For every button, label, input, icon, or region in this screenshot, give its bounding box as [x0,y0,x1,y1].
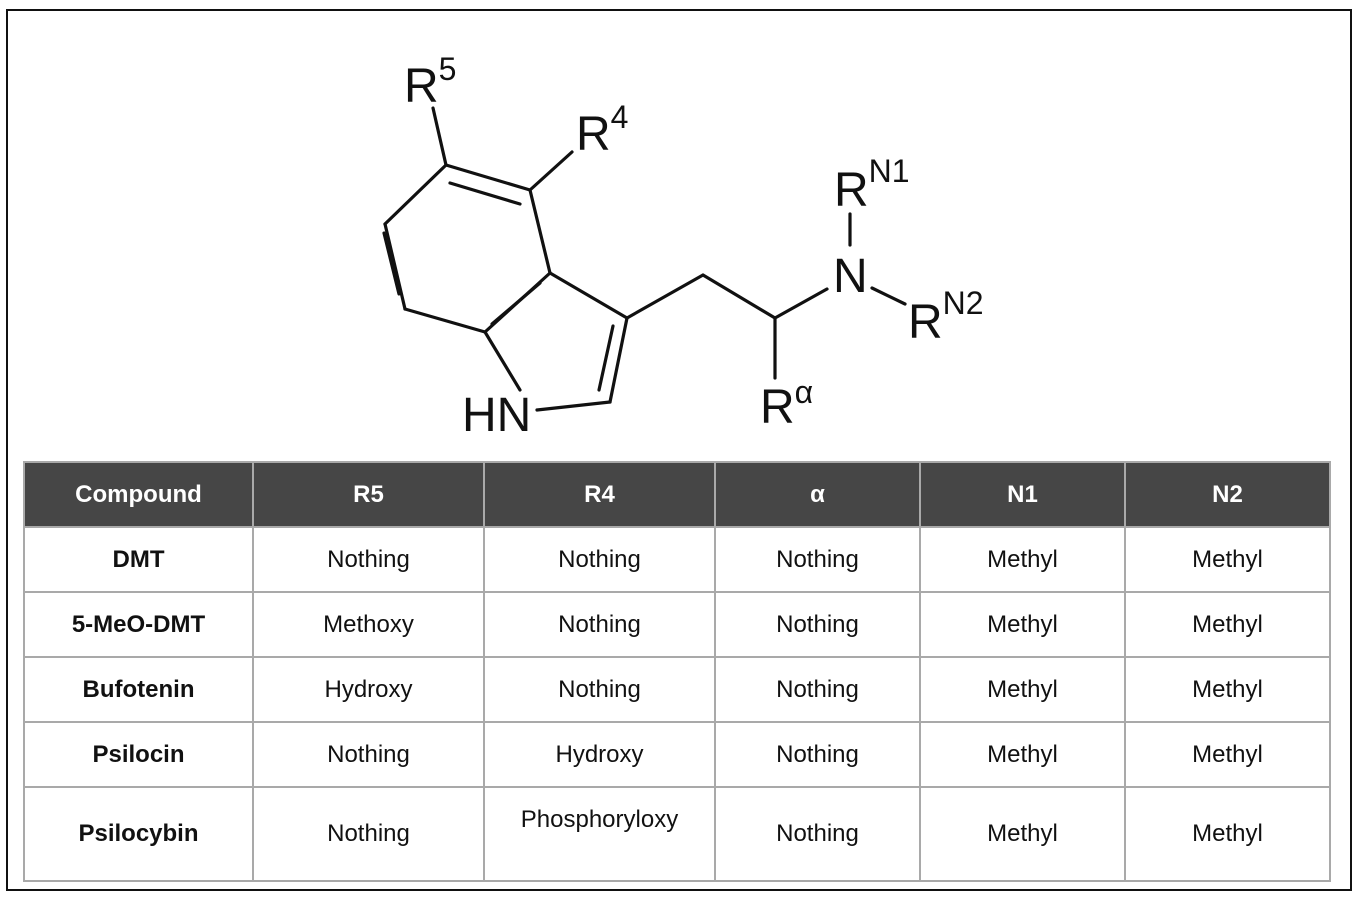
n1-cell: Methyl [919,656,1126,723]
compound-name: Psilocin [23,721,254,788]
ralpha-label: Rα [760,374,813,434]
compound-name: Psilocybin [23,786,254,882]
n-label: N [833,250,868,303]
substituent-table: Compound R5 R4 α N1 N2 DMT Nothing Nothi… [23,461,1331,882]
r5-cell: Nothing [252,526,485,593]
alpha-cell: Nothing [714,786,921,882]
n1-cell: Methyl [919,526,1126,593]
alpha-cell: Nothing [714,591,921,658]
n1-cell: Methyl [919,721,1126,788]
hn-label: HN [462,389,531,442]
r5-cell: Hydroxy [252,656,485,723]
n2-cell: Methyl [1124,591,1331,658]
n2-cell: Methyl [1124,721,1331,788]
r4-cell: Hydroxy [483,721,716,788]
compound-name: Bufotenin [23,656,254,723]
r5-label: R5 [404,51,456,113]
header-r5: R5 [252,461,485,528]
header-alpha: α [714,461,921,528]
r4-cell: Nothing [483,656,716,723]
table-row: 5-MeO-DMT Methoxy Nothing Nothing Methyl… [23,591,1331,658]
r4-cell: Nothing [483,591,716,658]
header-r4: R4 [483,461,716,528]
alpha-cell: Nothing [714,721,921,788]
r4-cell-text: Phosphoryloxy [520,806,679,833]
n1-cell: Methyl [919,591,1126,658]
side-chain-bonds [431,106,907,380]
compound-name: 5-MeO-DMT [23,591,254,658]
r4-cell: Phosphoryloxy [483,786,716,882]
table-row: Psilocybin Nothing Phosphoryloxy Nothing… [23,786,1331,882]
header-compound: Compound [23,461,254,528]
table-row: DMT Nothing Nothing Nothing Methyl Methy… [23,526,1331,593]
r5-cell: Nothing [252,721,485,788]
compound-name: DMT [23,526,254,593]
alpha-cell: Nothing [714,656,921,723]
header-n1: N1 [919,461,1126,528]
n2-cell: Methyl [1124,656,1331,723]
r4-cell: Nothing [483,526,716,593]
n2-cell: Methyl [1124,526,1331,593]
table-row: Bufotenin Hydroxy Nothing Nothing Methyl… [23,656,1331,723]
r5-cell: Nothing [252,786,485,882]
header-row: Compound R5 R4 α N1 N2 [23,461,1331,528]
tryptamine-structure: R5 R4 RN1 N RN2 Rα HN [382,51,984,442]
r5-cell: Methoxy [252,591,485,658]
table-row: Psilocin Nothing Hydroxy Nothing Methyl … [23,721,1331,788]
n1-cell: Methyl [919,786,1126,882]
r4-label: R4 [576,99,628,161]
pyrrole-ring [483,271,629,412]
figure-frame [6,9,1352,891]
rn1-label: RN1 [834,153,910,217]
header-n2: N2 [1124,461,1331,528]
alpha-cell: Nothing [714,526,921,593]
benzene-ring [382,163,552,334]
n2-cell: Methyl [1124,786,1331,882]
rn2-label: RN2 [908,285,984,349]
